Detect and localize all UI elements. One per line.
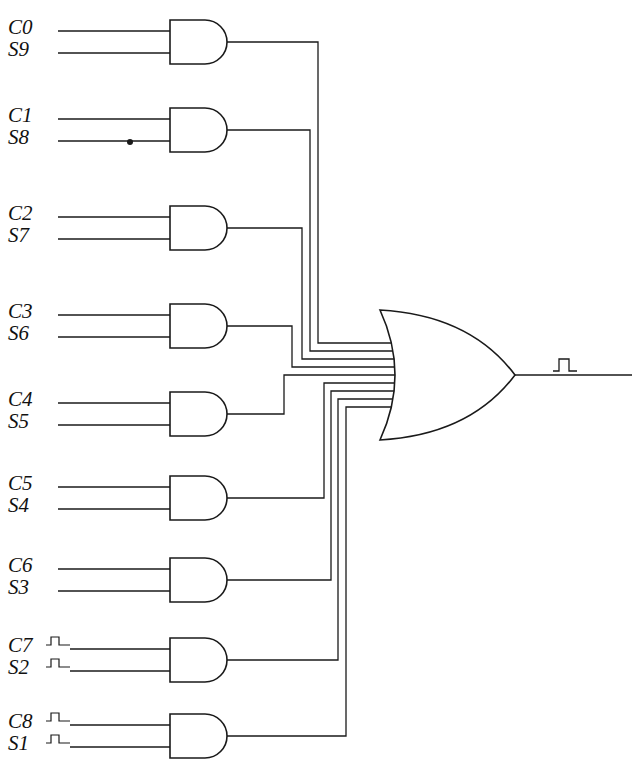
pulse-symbol	[46, 659, 70, 667]
and-gate	[170, 206, 227, 250]
ink-dot	[127, 139, 133, 145]
input-wire	[58, 508, 170, 509]
and-gate	[170, 558, 227, 602]
wire	[227, 130, 393, 351]
pulse-symbol	[46, 637, 70, 645]
signal-label: S6	[8, 321, 29, 345]
pulse-symbol	[46, 713, 70, 721]
wire	[227, 383, 395, 498]
input-wire	[70, 648, 170, 649]
signal-label: S8	[8, 125, 29, 149]
signal-label: S5	[8, 409, 29, 433]
input-wire	[70, 724, 170, 725]
wire	[227, 375, 395, 414]
input-wire	[58, 118, 170, 119]
input-wire	[58, 402, 170, 403]
wire	[227, 391, 394, 580]
wire	[227, 399, 393, 660]
output-wire	[515, 374, 632, 375]
pulse-symbol	[553, 359, 577, 371]
pulse-symbol	[46, 735, 70, 743]
input-wire	[58, 590, 170, 591]
signal-label: C5	[8, 471, 33, 495]
signal-label: S4	[8, 493, 29, 517]
and-gate	[170, 714, 227, 758]
wire	[227, 42, 391, 343]
input-wire	[58, 30, 170, 31]
and-gate	[170, 304, 227, 348]
signal-label: C8	[8, 709, 33, 733]
signal-label: C3	[8, 299, 33, 323]
signal-label: S9	[8, 37, 29, 61]
signal-label: S1	[8, 731, 29, 755]
signal-label: S7	[8, 223, 29, 247]
signal-label: C0	[8, 15, 33, 39]
input-wire	[58, 486, 170, 487]
signal-label: S2	[8, 655, 29, 679]
signal-label: C4	[8, 387, 33, 411]
and-gate	[170, 476, 227, 520]
input-wire	[58, 52, 170, 53]
wire	[227, 228, 394, 359]
and-gate	[170, 108, 227, 152]
and-gate	[170, 20, 227, 64]
input-wire	[58, 314, 170, 315]
signal-label: S3	[8, 575, 29, 599]
signal-label: C1	[8, 103, 33, 127]
input-wire	[58, 140, 170, 141]
wire	[227, 407, 391, 736]
signal-label: C6	[8, 553, 33, 577]
input-wire	[58, 336, 170, 337]
input-wire	[70, 746, 170, 747]
signal-label: C7	[8, 633, 33, 657]
input-wire	[58, 216, 170, 217]
input-wire	[70, 670, 170, 671]
input-wire	[58, 568, 170, 569]
and-gate	[170, 638, 227, 682]
input-wire	[58, 424, 170, 425]
wire	[227, 326, 395, 367]
and-gate	[170, 392, 227, 436]
or-gate	[380, 310, 515, 440]
signal-label: C2	[8, 201, 33, 225]
input-wire	[58, 238, 170, 239]
